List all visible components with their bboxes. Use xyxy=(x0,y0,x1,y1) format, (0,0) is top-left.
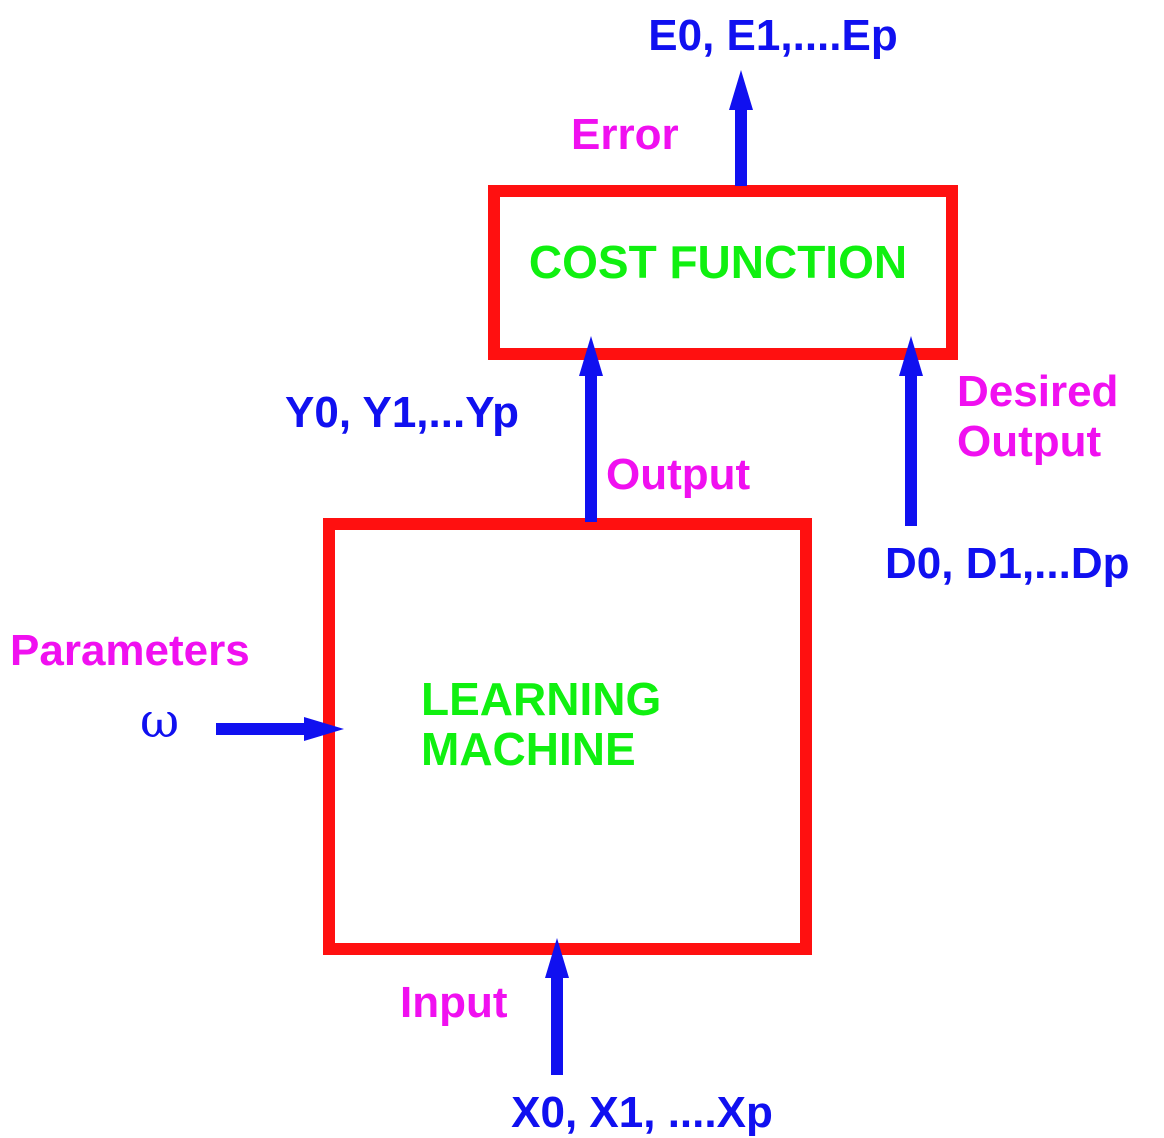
cost-function-label: COST FUNCTION xyxy=(529,236,907,288)
desired-role-label-line1: Desired xyxy=(957,367,1118,416)
desired-role-label-line2: Output xyxy=(957,417,1102,466)
parameters-role-label: Parameters xyxy=(10,626,250,675)
input-role-label: Input xyxy=(400,978,508,1027)
parameters-arrow xyxy=(216,717,344,741)
cost-function-box xyxy=(488,185,958,360)
output-role-label: Output xyxy=(606,450,751,499)
output-arrow xyxy=(579,336,603,522)
desired-values-label: D0, D1,...Dp xyxy=(885,539,1130,588)
input-values-label: X0, X1, ....Xp xyxy=(511,1088,773,1137)
learning-machine-label-line1: LEARNING xyxy=(421,673,661,725)
output-values-label: Y0, Y1,...Yp xyxy=(285,388,519,437)
error-values-label: E0, E1,....Ep xyxy=(648,11,897,60)
input-arrow xyxy=(545,938,569,1075)
learning-machine-box xyxy=(323,518,812,955)
error-role-label: Error xyxy=(571,110,679,159)
error-arrow xyxy=(729,70,753,186)
desired-output-arrow xyxy=(899,336,923,526)
learning-machine-label-line2: MACHINE xyxy=(421,723,636,775)
parameter-omega-symbol: ω xyxy=(140,693,179,749)
